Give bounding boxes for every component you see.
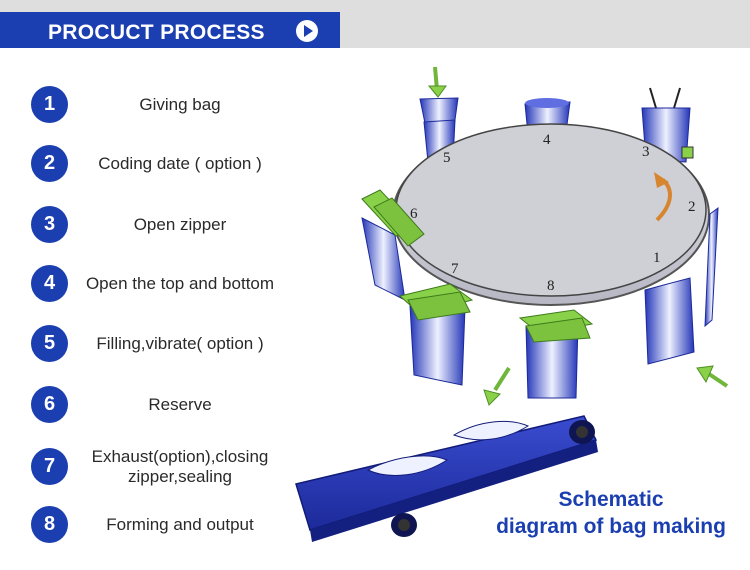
gripper-line: [649, 87, 657, 109]
output-conveyor: [295, 415, 598, 542]
step-number-badge: 8: [31, 506, 68, 543]
step-label: Open the top and bottom: [85, 274, 275, 293]
header-tab: PROCUCT PROCESS: [0, 12, 340, 48]
step-item-2: 2 Coding date ( option ): [0, 141, 300, 187]
feed-arrow-right: [696, 365, 729, 388]
step-number-badge: 3: [31, 206, 68, 243]
step-number-badge: 4: [31, 265, 68, 302]
step-number-badge: 5: [31, 325, 68, 362]
station-number-3: 3: [642, 144, 650, 160]
step-label: Coding date ( option ): [98, 154, 262, 173]
step-label: Open zipper: [133, 215, 227, 234]
step-item-5: 5 Filling,vibrate( option ): [0, 321, 300, 367]
sealing-jaw: [373, 197, 425, 247]
rotation-arrow-head: [654, 172, 669, 188]
station-number-7: 7: [451, 261, 459, 277]
caption-line-2: diagram of bag making: [496, 515, 726, 538]
step-label: Forming and output: [106, 515, 254, 534]
step-item-4: 4 Open the top and bottom: [0, 261, 300, 307]
step-number-badge: 6: [31, 386, 68, 423]
station-number-6: 6: [410, 206, 418, 222]
step-number-badge: 1: [31, 86, 68, 123]
page-title: PROCUCT PROCESS: [48, 21, 265, 44]
step-label: Filling,vibrate( option ): [96, 334, 264, 353]
sealing-jaw: [525, 317, 591, 343]
output-arrow: [483, 366, 511, 406]
step-label: Exhaust(option),closing zipper,sealing: [91, 447, 269, 486]
header-bar: PROCUCT PROCESS: [0, 0, 750, 48]
station-number-5: 5: [443, 150, 451, 166]
step-number-badge: 2: [31, 145, 68, 182]
step-item-1: 1 Giving bag: [0, 82, 300, 128]
caption-line-1: Schematic: [558, 488, 664, 511]
step-item-6: 6 Reserve: [0, 382, 300, 428]
station-number-4: 4: [543, 132, 551, 148]
coding-head: [681, 146, 694, 159]
step-item-8: 8 Forming and output: [0, 502, 300, 548]
step-label: Reserve: [148, 395, 212, 414]
feed-arrow-top: [427, 66, 447, 98]
gripper-line: [673, 87, 681, 109]
bag-station-2: [704, 206, 719, 328]
sealing-jaw: [407, 291, 471, 321]
station-number-1: 1: [653, 250, 661, 266]
step-number-badge: 7: [31, 448, 68, 485]
bag-opening: [525, 98, 569, 108]
step-label: Giving bag: [139, 95, 221, 114]
step-item-3: 3 Open zipper: [0, 202, 300, 248]
station-number-8: 8: [547, 278, 555, 294]
diagram-caption: Schematic diagram of bag making: [476, 486, 746, 540]
step-item-7: 7 Exhaust(option),closing zipper,sealing: [0, 444, 300, 490]
bag-station-1: [644, 277, 695, 365]
station-number-2: 2: [688, 199, 696, 215]
bag-making-schematic: 1 2 3 4 5 6 7 8: [295, 66, 729, 542]
play-circle-icon[interactable]: [296, 20, 318, 42]
